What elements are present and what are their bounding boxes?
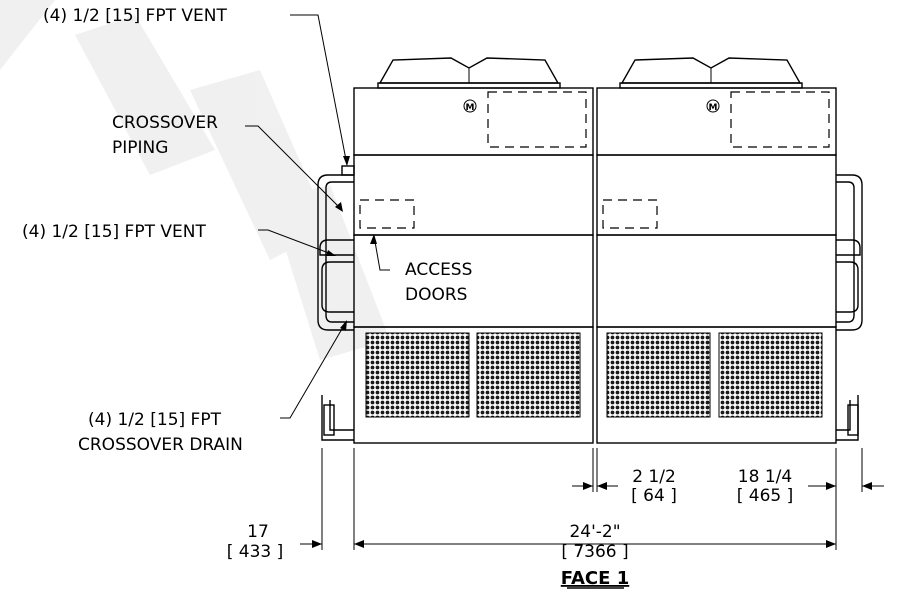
- callout-access-doors-line1: ACCESS: [405, 260, 472, 280]
- svg-text:M: M: [466, 103, 475, 113]
- logo-icon: M: [463, 99, 477, 113]
- view-title: FACE 1: [561, 568, 629, 589]
- dimension-lines: [300, 448, 884, 550]
- access-panel-upper-right: [730, 91, 830, 148]
- access-door-right: [602, 199, 658, 229]
- callout-vent-mid: (4) 1/2 [15] FPT VENT: [22, 222, 206, 242]
- callout-leaders: [245, 14, 390, 419]
- dim-left-mm: [ 433 ]: [227, 542, 284, 562]
- left-unit: M: [353, 57, 594, 444]
- callout-drain-line1: (4) 1/2 [15] FPT: [88, 410, 222, 430]
- dim-edge-mm: [ 465 ]: [737, 486, 794, 506]
- preliminary-watermark: [0, 0, 390, 360]
- right-unit: M: [596, 57, 837, 444]
- access-panel-upper-left: [487, 91, 587, 148]
- crossover-piping-right: [836, 174, 863, 441]
- callout-drain-line2: CROSSOVER DRAIN: [78, 435, 243, 455]
- dim-left-inches: 17: [247, 522, 269, 542]
- dim-overall-mm: [ 7366 ]: [561, 542, 628, 562]
- callout-access-doors-line2: DOORS: [405, 285, 467, 305]
- callout-vent-top: (4) 1/2 [15] FPT VENT: [43, 6, 227, 26]
- logo-icon: M: [706, 99, 720, 113]
- dim-edge-inches: 18 1/4: [738, 467, 792, 487]
- callout-crossover-piping-line2: PIPING: [112, 138, 168, 158]
- dim-gap-inches: 2 1/2: [632, 467, 676, 487]
- dim-overall-inches: 24'-2": [569, 522, 620, 542]
- callout-crossover-piping-line1: CROSSOVER: [112, 113, 218, 133]
- access-door-left: [359, 199, 415, 229]
- dim-gap-mm: [ 64 ]: [631, 486, 677, 506]
- svg-text:M: M: [709, 103, 718, 113]
